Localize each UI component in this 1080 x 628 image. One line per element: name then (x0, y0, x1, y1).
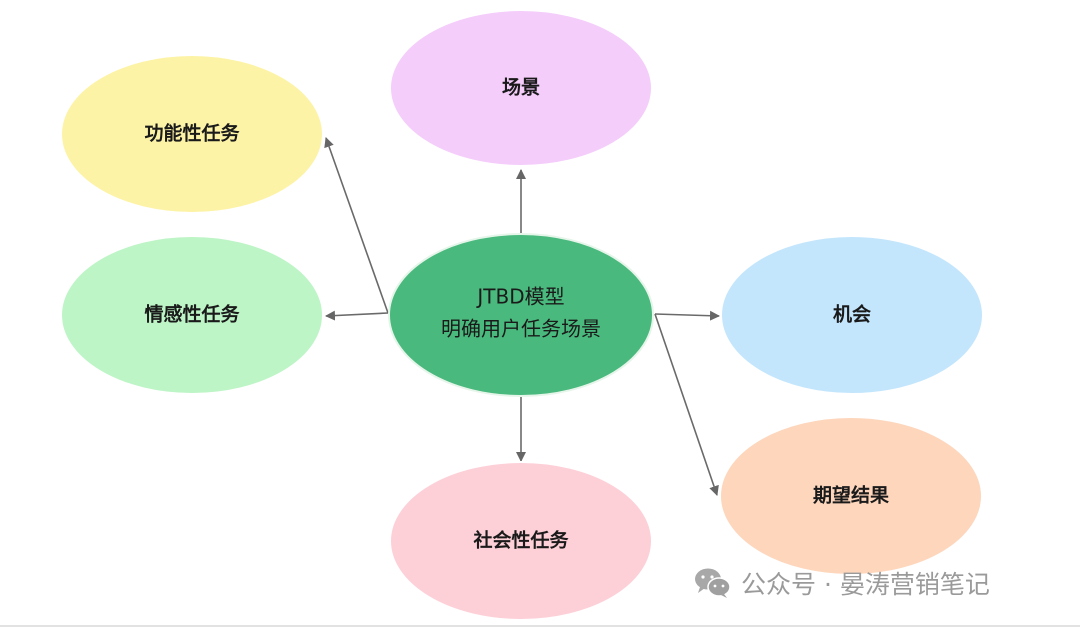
wechat-icon (695, 568, 731, 598)
node-center: JTBD模型 明确用户任务场景 (388, 233, 654, 397)
node-expected: 期望结果 (719, 416, 983, 576)
arrow-to-functional (324, 137, 389, 314)
node-label: 社会性任务 (472, 529, 569, 552)
bottom-divider (0, 625, 1080, 627)
node-emotional: 情感性任务 (60, 235, 324, 395)
center-title: JTBD模型 (475, 285, 564, 309)
node-opportunity: 机会 (720, 235, 984, 395)
node-social: 社会性任务 (389, 461, 653, 621)
node-label: 场景 (502, 77, 540, 99)
watermark: 公众号 · 晏涛营销笔记 (693, 565, 990, 601)
arrow-to-emotional (325, 310, 389, 321)
node-functional: 功能性任务 (60, 54, 324, 214)
node-label: 功能性任务 (144, 122, 240, 145)
node-label: 机会 (833, 303, 871, 326)
center-subtitle: 明确用户任务场景 (441, 317, 601, 341)
arrow-to-expected (654, 313, 719, 496)
arrow-to-opportunity (654, 310, 720, 321)
node-scene: 场景 (389, 9, 653, 167)
node-label: 期望结果 (813, 484, 889, 507)
node-label: 情感性任务 (144, 303, 240, 326)
watermark-text: 公众号 · 晏涛营销笔记 (741, 570, 990, 599)
